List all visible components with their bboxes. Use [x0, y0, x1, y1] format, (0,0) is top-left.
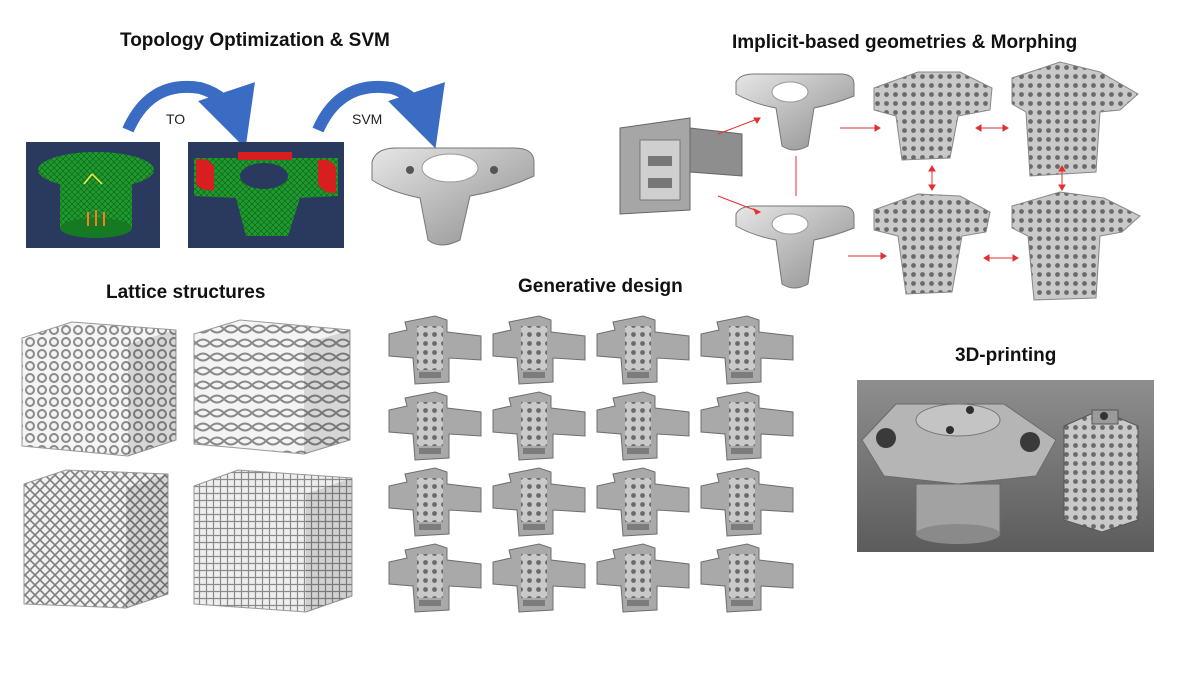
- svm-arrow: [312, 80, 445, 149]
- implicit-title: Implicit-based geometries & Morphing: [732, 32, 1078, 53]
- to-label: TO: [166, 111, 186, 127]
- generative-variant: [596, 543, 690, 613]
- generative-variant: [388, 315, 482, 385]
- morph-lattice-2: [1011, 61, 1139, 177]
- base-part-image: [619, 117, 743, 215]
- generative-variant: [700, 315, 794, 385]
- generative-variant: [388, 391, 482, 461]
- morph-lattice-3: [873, 193, 991, 295]
- lattice-cube-4: [193, 469, 353, 613]
- generative-variant: [492, 543, 586, 613]
- to-arrow: [122, 80, 255, 149]
- lattice-title: Lattice structures: [106, 282, 266, 303]
- topology-result-image: [188, 142, 344, 248]
- generative-variant: [388, 543, 482, 613]
- morph-part-top: [735, 73, 855, 151]
- lattice-cube-3: [23, 469, 169, 609]
- svm-result-image: [371, 147, 535, 246]
- printing-title: 3D-printing: [955, 345, 1057, 366]
- fea-mesh-image: [26, 142, 160, 248]
- generative-variant: [700, 391, 794, 461]
- generative-design-grid: [388, 315, 794, 613]
- morph-lattice-1: [873, 71, 993, 161]
- generative-variant: [700, 543, 794, 613]
- generative-title: Generative design: [518, 276, 683, 297]
- generative-variant: [596, 467, 690, 537]
- morph-part-bottom: [735, 205, 855, 289]
- generative-variant: [492, 391, 586, 461]
- topology-title: Topology Optimization & SVM: [120, 30, 390, 51]
- lattice-cube-2: [193, 319, 351, 455]
- svm-label: SVM: [352, 111, 383, 127]
- lattice-cube-1: [21, 321, 177, 457]
- printing-photo: [857, 380, 1154, 552]
- morph-connectors: [717, 117, 1066, 262]
- generative-variant: [596, 391, 690, 461]
- generative-variant: [596, 315, 690, 385]
- generative-variant: [700, 467, 794, 537]
- morph-lattice-4: [1011, 191, 1141, 301]
- generative-variant: [388, 467, 482, 537]
- generative-variant: [492, 467, 586, 537]
- generative-variant: [492, 315, 586, 385]
